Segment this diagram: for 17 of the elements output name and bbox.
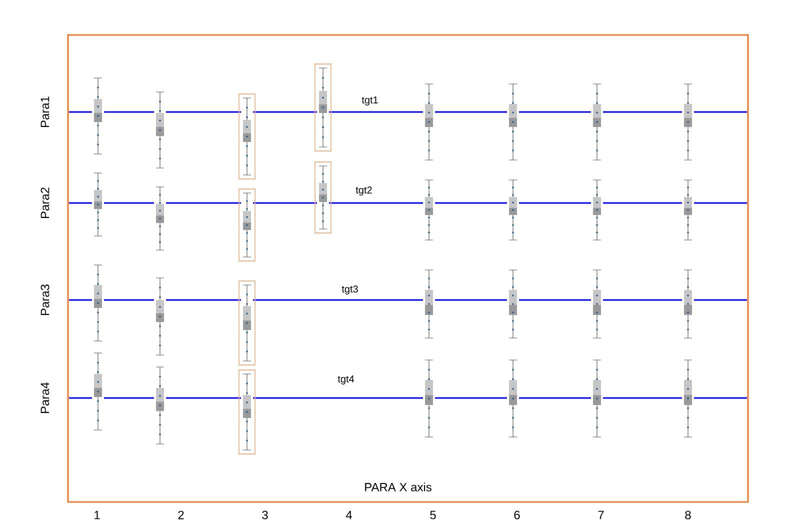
tick-label: 6 — [514, 510, 520, 520]
tick-label: 2 — [178, 510, 184, 520]
row-label: Para4 — [40, 382, 50, 414]
target-label: tgt3 — [342, 285, 358, 295]
row-label: Para3 — [40, 284, 50, 316]
axis-title: PARA X axis — [365, 482, 432, 492]
target-label: tgt4 — [338, 376, 354, 384]
target-label: tgt2 — [356, 186, 372, 196]
row-label: Para1 — [40, 96, 50, 128]
tick-label: 5 — [430, 510, 436, 520]
tick-label: 8 — [685, 510, 691, 520]
tick-label: 3 — [262, 510, 268, 520]
tick-label: 1 — [94, 510, 100, 520]
tick-label: 4 — [346, 510, 352, 520]
target-label: tgt1 — [362, 96, 378, 106]
tick-label: 7 — [598, 510, 604, 520]
row-label: Para2 — [40, 188, 50, 218]
